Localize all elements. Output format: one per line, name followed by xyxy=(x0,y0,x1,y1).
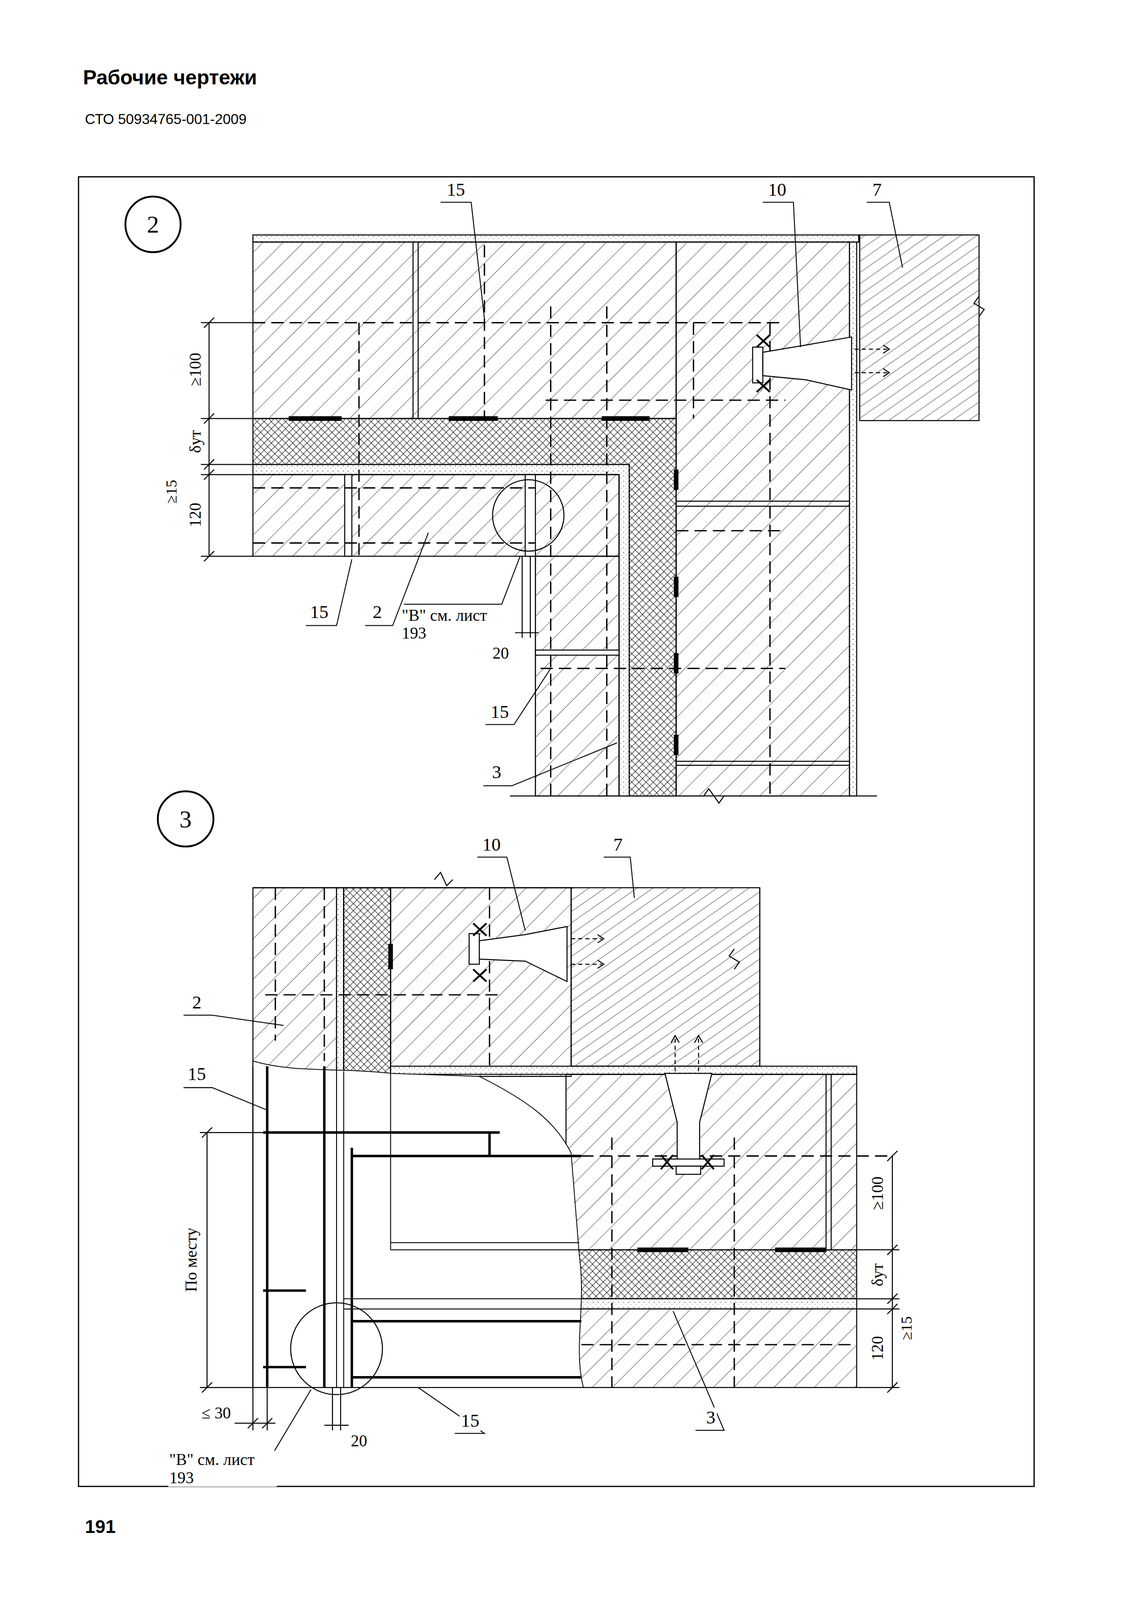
leader-lines xyxy=(169,856,725,1453)
callout-label: 7 xyxy=(612,834,624,855)
callout-label: 3 xyxy=(490,762,503,783)
callout-label: 120 xyxy=(869,1334,888,1362)
callout-label: 3 xyxy=(705,1407,717,1428)
detail-marker-circle: 2 xyxy=(124,195,182,253)
leader-lines xyxy=(306,202,903,786)
anchor-bracket xyxy=(469,923,725,1175)
callout-label: 120 xyxy=(186,501,205,529)
callout-label: ≥100 xyxy=(186,351,205,388)
callout-label: ≤ 30 xyxy=(200,1404,233,1423)
callout-label: 15 xyxy=(308,601,330,623)
page-number: 191 xyxy=(83,1516,117,1537)
detail-number: 3 xyxy=(179,804,192,834)
anchor-bracket xyxy=(752,334,890,392)
detail-marker-circle: 3 xyxy=(156,790,214,848)
callout-label: 20 xyxy=(349,1431,369,1450)
dimension-lines xyxy=(199,1127,900,1431)
callout-label: 10 xyxy=(766,179,788,200)
callout-label: 2 xyxy=(371,601,384,623)
detail-number: 2 xyxy=(146,210,160,239)
callout-label: 15 xyxy=(186,1063,208,1085)
callout-label: ≥100 xyxy=(869,1175,888,1212)
sheet-frame xyxy=(78,176,1034,1487)
callout-label: 7 xyxy=(871,179,883,200)
callout-label: ≥15 xyxy=(898,1314,916,1342)
document-code: СТО 50934765-001-2009 xyxy=(83,111,248,127)
callout-label: 15 xyxy=(489,701,511,722)
callout-label: ≥15 xyxy=(162,478,180,505)
callout-label: 15 xyxy=(459,1410,481,1431)
callout-label: 2 xyxy=(191,992,203,1013)
callout-label: 10 xyxy=(481,834,503,855)
callout-label: "В" см. лист 193 xyxy=(400,606,510,643)
reinforcement xyxy=(263,1066,582,1388)
callout-label: 15 xyxy=(445,179,467,200)
callout-label: "В" см. лист 193 xyxy=(167,1450,277,1487)
detail-2 xyxy=(201,202,985,804)
callout-label: δут xyxy=(186,428,205,455)
page-title: Рабочие чертежи xyxy=(81,66,259,89)
dimension-lines xyxy=(201,317,539,638)
callout-label: По месту xyxy=(182,1225,201,1293)
detail-3 xyxy=(169,856,900,1453)
callout-label: δут xyxy=(869,1261,888,1288)
callout-label: 20 xyxy=(491,644,511,663)
